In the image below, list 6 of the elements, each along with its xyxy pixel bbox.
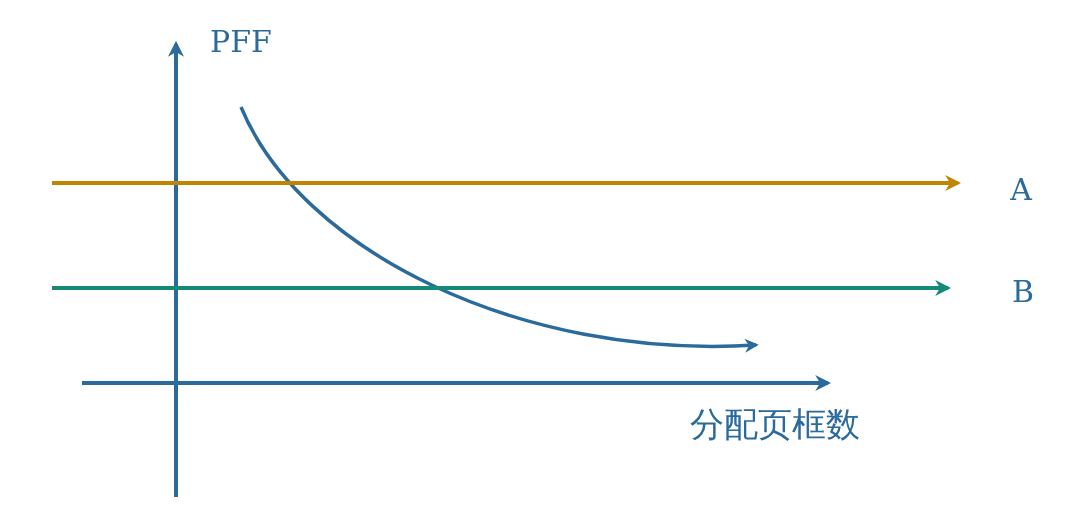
axis-label: 分配页框数 — [690, 403, 860, 446]
arrow — [52, 280, 952, 296]
arrow — [52, 175, 962, 191]
line-label: B — [1011, 273, 1034, 309]
axis-label: PFF — [210, 24, 272, 59]
line-label: A — [1010, 171, 1032, 207]
